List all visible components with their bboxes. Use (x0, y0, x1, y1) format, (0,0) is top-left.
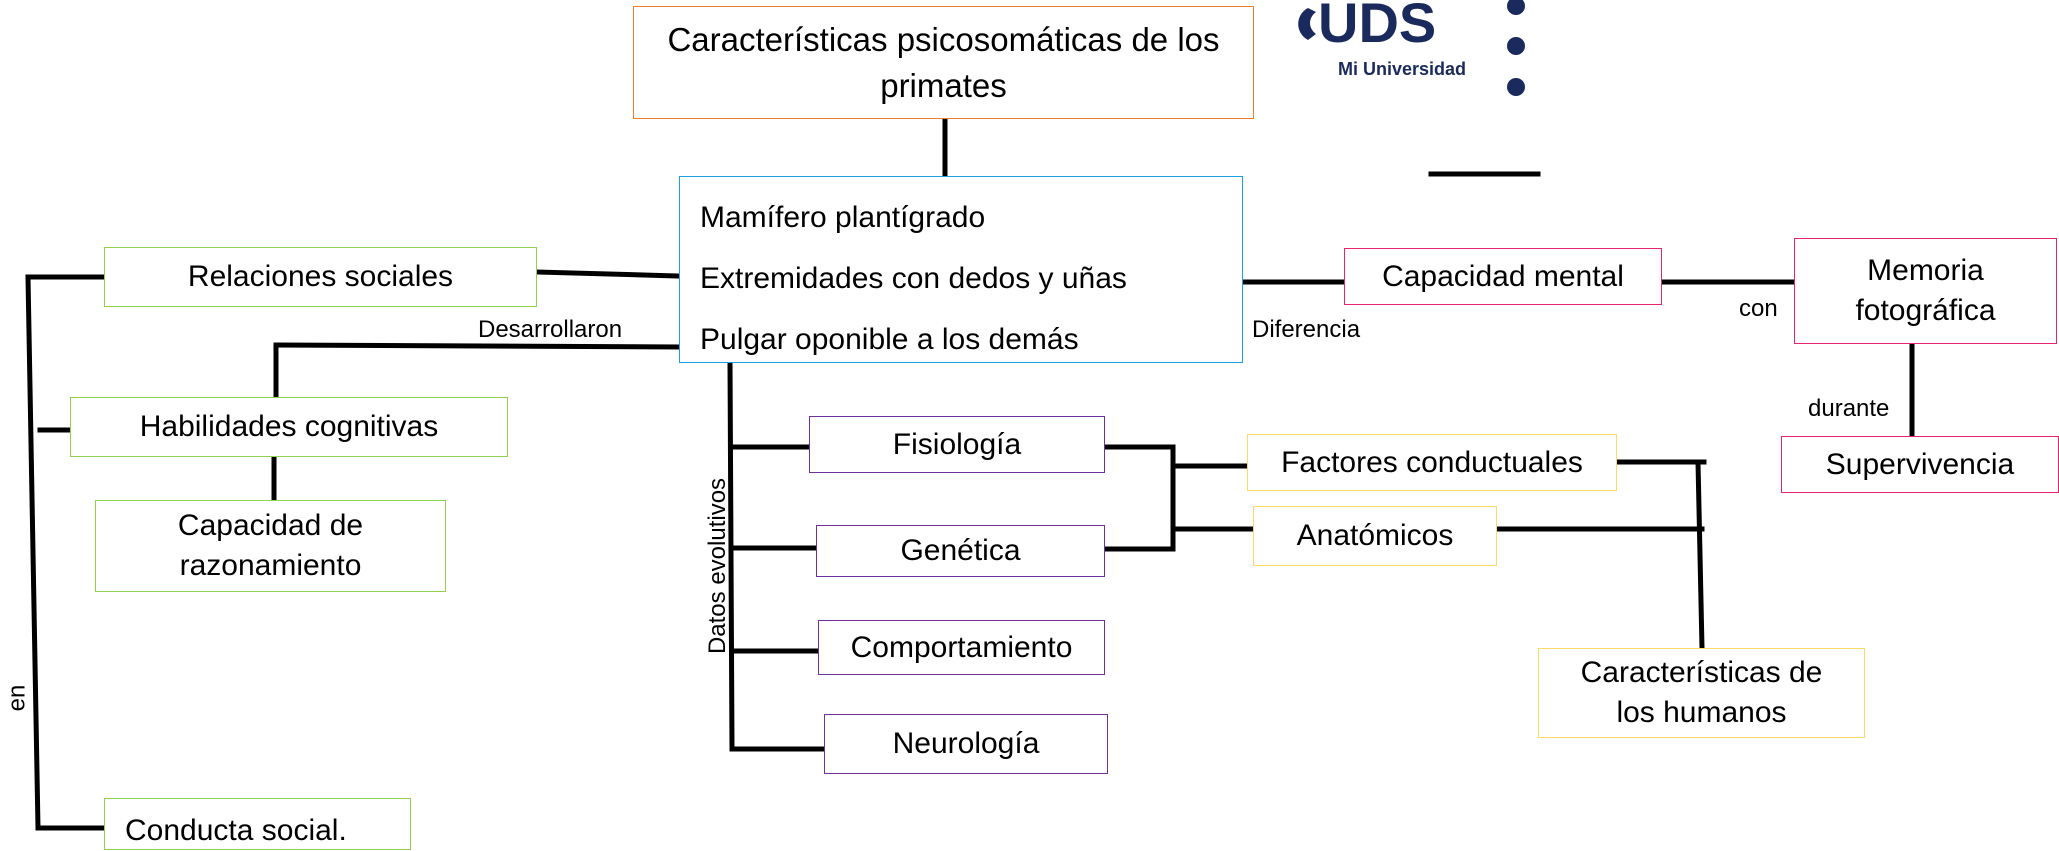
fisiologia-label: Fisiología (892, 427, 1022, 461)
uds-logo: UDS Mi Universidad (1298, 0, 1525, 96)
supervivencia-label: Supervivencia (1825, 447, 2015, 481)
relaciones-sociales-label: Relaciones sociales (187, 260, 454, 293)
page-title: Características psicosomáticas de los pr… (667, 20, 1220, 104)
anatomicos-label: Anatómicos (1296, 519, 1454, 552)
neurologia-box: Neurología (824, 714, 1108, 774)
habilidades-cognitivas-label: Habilidades cognitivas (139, 410, 439, 443)
genetica-label: Genética (900, 534, 1021, 567)
logo-dot-icon (1507, 0, 1525, 15)
relaciones-sociales-box: Relaciones sociales (104, 247, 537, 307)
memoria-fotografica-box: Memoria fotográfica (1794, 238, 2057, 344)
supervivencia-box: Supervivencia (1781, 436, 2059, 493)
logo-swoosh-icon (1298, 8, 1316, 40)
caracteristicas-humanos-box: Características de los humanos (1538, 648, 1865, 738)
label-desarrollaron: Desarrollaron (478, 316, 623, 343)
logo-dot-icon (1507, 78, 1525, 96)
factores-conductuales-box: Factores conductuales (1247, 434, 1617, 491)
title-box: Características psicosomáticas de los pr… (633, 6, 1254, 119)
capacidad-mental-label: Capacidad mental (1382, 259, 1624, 293)
logo-tagline: Mi Universidad (1338, 59, 1466, 79)
conducta-social-box: Conducta social. (104, 798, 411, 850)
genetica-box: Genética (816, 525, 1105, 577)
habilidades-cognitivas-box: Habilidades cognitivas (70, 397, 508, 457)
label-datos-evolutivos: Datos evolutivos (704, 477, 731, 655)
fisiologia-box: Fisiología (809, 416, 1105, 473)
comportamiento-label: Comportamiento (850, 630, 1073, 664)
capacidad-razonamiento-label: Capacidad de razonamiento (177, 509, 364, 582)
label-en: en (3, 684, 31, 712)
central-line-2: Extremidades con dedos y uñas (700, 262, 1127, 295)
label-diferencia: Diferencia (1252, 316, 1361, 343)
capacidad-mental-box: Capacidad mental (1344, 248, 1662, 305)
central-line-3: Pulgar oponible a los demás (700, 323, 1079, 356)
central-line-1: Mamífero plantígrado (700, 201, 986, 234)
caracteristicas-humanos-label: Características de los humanos (1580, 656, 1823, 729)
comportamiento-box: Comportamiento (818, 620, 1105, 675)
logo-dot-icon (1507, 37, 1525, 55)
label-durante: durante (1808, 395, 1890, 422)
neurologia-label: Neurología (892, 727, 1040, 760)
memoria-fotografica-label: Memoria fotográfica (1855, 254, 1996, 327)
anatomicos-box: Anatómicos (1253, 506, 1497, 566)
label-con: con (1739, 295, 1778, 322)
factores-conductuales-label: Factores conductuales (1281, 445, 1583, 479)
conducta-social-label: Conducta social. (125, 814, 347, 847)
central-box: Mamífero plantígrado Extremidades con de… (679, 176, 1243, 363)
capacidad-razonamiento-box: Capacidad de razonamiento (95, 500, 446, 592)
logo-letters: UDS (1318, 0, 1436, 54)
